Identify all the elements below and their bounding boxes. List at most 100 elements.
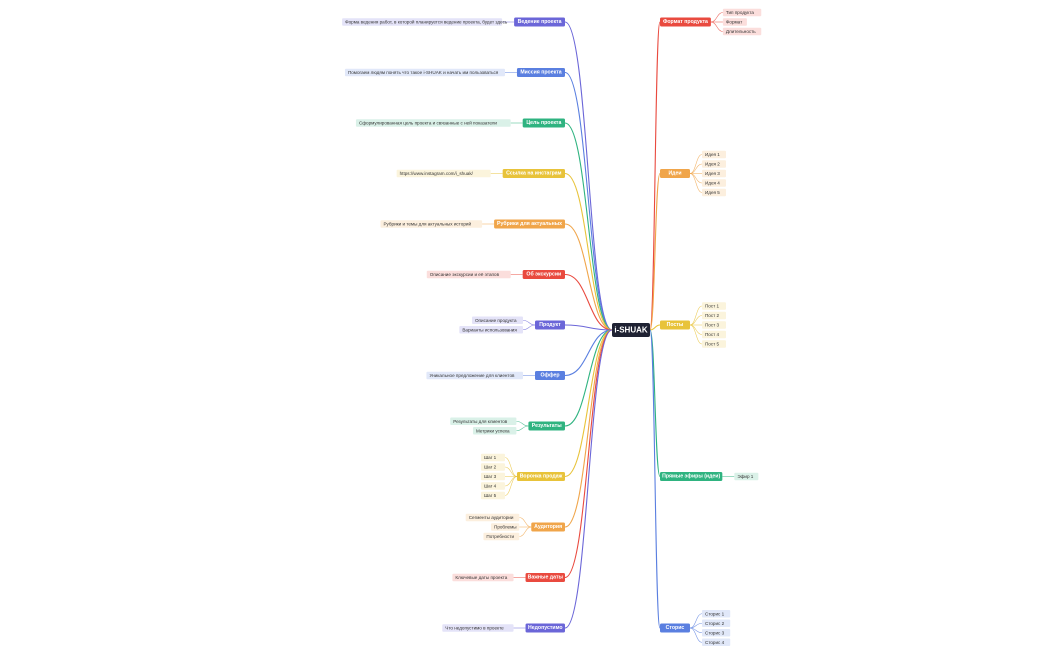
- note-продукт[interactable]: Варианты использования: [459, 325, 523, 334]
- branch-node-ссылка-на-инстаграм[interactable]: Ссылка на инстаграм: [502, 169, 565, 178]
- note-edge: [689, 173, 703, 184]
- branch-node-box: [525, 573, 565, 582]
- note-text: Сегменты аудитории: [469, 515, 514, 520]
- branch-node-формат-продукта[interactable]: Формат продукта: [660, 17, 711, 27]
- note-box: [702, 311, 726, 320]
- branch-node-label: Воронка продаж: [520, 474, 563, 480]
- note-edge: [689, 627, 703, 643]
- note-text: Шаг 1: [484, 455, 497, 460]
- note-text: Идея 1: [705, 152, 720, 157]
- branch-node-box: [660, 472, 723, 481]
- note-box: [734, 472, 759, 481]
- note-важные-даты[interactable]: Ключевые даты проекта: [452, 573, 514, 582]
- note-формат-продукта[interactable]: Формат: [722, 18, 747, 26]
- note-посты[interactable]: Пост 1: [702, 302, 726, 310]
- branch-node-box: [494, 219, 565, 229]
- note-text: Эфир 1: [737, 474, 753, 479]
- note-формат-продукта[interactable]: Длительность: [722, 27, 762, 36]
- note-box: [480, 482, 505, 490]
- branch-node-label: Прямые эфиры (идеи): [662, 473, 720, 480]
- edge-результаты: [564, 329, 613, 427]
- note-миссия-проекта[interactable]: Помогаем людям понять что такое i-SHUAK …: [344, 68, 505, 77]
- note-воронка-продаж[interactable]: Шаг 5: [480, 491, 505, 500]
- note-прямые-эфиры-идеи[interactable]: Эфир 1: [734, 472, 759, 481]
- mind-map-notes: Форма ведения работ, в которой планирует…: [342, 8, 762, 647]
- note-об-экскурсии[interactable]: Описание экскурсии и её этапов: [426, 270, 511, 279]
- note-box: [450, 417, 517, 426]
- note-text: Что недопустимо в проекте: [445, 626, 504, 631]
- note-ведение-проекта[interactable]: Форма ведения работ, в которой планирует…: [342, 18, 508, 26]
- note-box: [702, 160, 726, 168]
- note-недопустимо[interactable]: Что недопустимо в проекте: [442, 624, 514, 632]
- note-воронка-продаж[interactable]: Шаг 4: [480, 482, 505, 490]
- branch-node-label: Продукт: [539, 322, 561, 328]
- note-box: [452, 573, 514, 582]
- branch-node-label: Недопустимо: [528, 625, 563, 631]
- note-box: [722, 18, 747, 26]
- branch-node-label: Результаты: [532, 423, 562, 429]
- note-text: Шаг 3: [484, 474, 497, 479]
- branch-node-ведение-проекта[interactable]: Ведение проекта: [514, 17, 565, 27]
- branch-node-оффер[interactable]: Оффер: [535, 371, 565, 380]
- branch-node-label: Аудитория: [534, 524, 562, 530]
- branch-node-рубрики-для-актуальных[interactable]: Рубрики для актуальных: [494, 219, 565, 229]
- note-продукт[interactable]: Описание продукта: [471, 316, 523, 325]
- branch-node-результаты[interactable]: Результаты: [528, 421, 565, 431]
- note-аудитория[interactable]: Сегменты аудитории: [465, 513, 520, 522]
- branch-node-миссия-проекта[interactable]: Миссия проекта: [516, 68, 565, 77]
- note-результаты[interactable]: Метрики успеха: [472, 426, 517, 435]
- branch-node-прямые-эфиры-идеи[interactable]: Прямые эфиры (идеи): [660, 472, 723, 481]
- note-box: [355, 119, 511, 127]
- branch-node-идеи[interactable]: Идеи: [660, 169, 690, 178]
- note-рубрики-для-актуальных[interactable]: Рубрики и темы для актуальных историй: [380, 220, 483, 228]
- note-идеи[interactable]: Идея 1: [702, 150, 726, 159]
- branch-node-цель-проекта[interactable]: Цель проекта: [522, 118, 565, 128]
- note-аудитория[interactable]: Потребности: [483, 532, 520, 541]
- branch-node-недопустимо[interactable]: Недопустимо: [525, 623, 565, 633]
- branch-node-label: Ведение проекта: [518, 19, 562, 25]
- branch-node-воронка-продаж[interactable]: Воронка продаж: [516, 472, 565, 481]
- note-посты[interactable]: Пост 2: [702, 311, 726, 320]
- note-посты[interactable]: Пост 4: [702, 330, 726, 339]
- note-edge: [689, 324, 703, 335]
- note-воронка-продаж[interactable]: Шаг 3: [480, 472, 505, 481]
- branch-node-важные-даты[interactable]: Важные даты: [525, 573, 565, 582]
- branch-node-box: [522, 270, 565, 279]
- branch-node-посты[interactable]: Посты: [660, 320, 690, 330]
- branch-node-аудитория[interactable]: Аудитория: [531, 522, 565, 532]
- note-идеи[interactable]: Идея 4: [702, 179, 726, 187]
- note-сторис[interactable]: Сторис 1: [702, 609, 731, 618]
- note-идеи[interactable]: Идея 5: [702, 188, 726, 197]
- note-text: Идея 4: [705, 181, 720, 186]
- branch-node-сторис[interactable]: Сторис: [660, 623, 690, 633]
- note-формат-продукта[interactable]: Тип продукта: [722, 8, 762, 17]
- note-edge: [689, 173, 703, 193]
- note-воронка-продаж[interactable]: Шаг 1: [480, 453, 505, 462]
- note-идеи[interactable]: Идея 3: [702, 169, 726, 178]
- note-посты[interactable]: Пост 5: [702, 340, 726, 348]
- note-посты[interactable]: Пост 3: [702, 321, 726, 329]
- note-аудитория[interactable]: Проблемы: [491, 523, 520, 531]
- edge-идеи: [649, 172, 661, 331]
- note-ссылка-на-инстаграм[interactable]: https://www.instagram.com/i_shuak/: [396, 169, 491, 178]
- branch-node-label: Важные даты: [528, 575, 564, 581]
- note-edge: [710, 21, 723, 32]
- note-воронка-продаж[interactable]: Шаг 2: [480, 463, 505, 471]
- branch-node-box: [516, 472, 565, 481]
- note-box: [702, 188, 726, 197]
- root-node[interactable]: i-SHUAK: [612, 323, 650, 337]
- note-edge: [522, 319, 536, 326]
- edge-ссылка-на-инстаграм: [564, 172, 613, 331]
- note-идеи[interactable]: Идея 2: [702, 160, 726, 168]
- note-сторис[interactable]: Сторис 3: [702, 628, 731, 637]
- branch-node-об-экскурсии[interactable]: Об экскурсии: [522, 270, 565, 279]
- note-сторис[interactable]: Сторис 4: [702, 638, 731, 647]
- note-edge: [689, 154, 703, 174]
- note-edge: [504, 457, 518, 477]
- note-сторис[interactable]: Сторис 2: [702, 619, 731, 628]
- note-цель-проекта[interactable]: Сформулированная цель проекта и связанны…: [355, 119, 511, 127]
- note-результаты[interactable]: Результаты для клиентов: [450, 417, 517, 426]
- branch-node-продукт[interactable]: Продукт: [535, 320, 565, 330]
- note-оффер[interactable]: Уникальное предложение для клиентов: [426, 371, 523, 380]
